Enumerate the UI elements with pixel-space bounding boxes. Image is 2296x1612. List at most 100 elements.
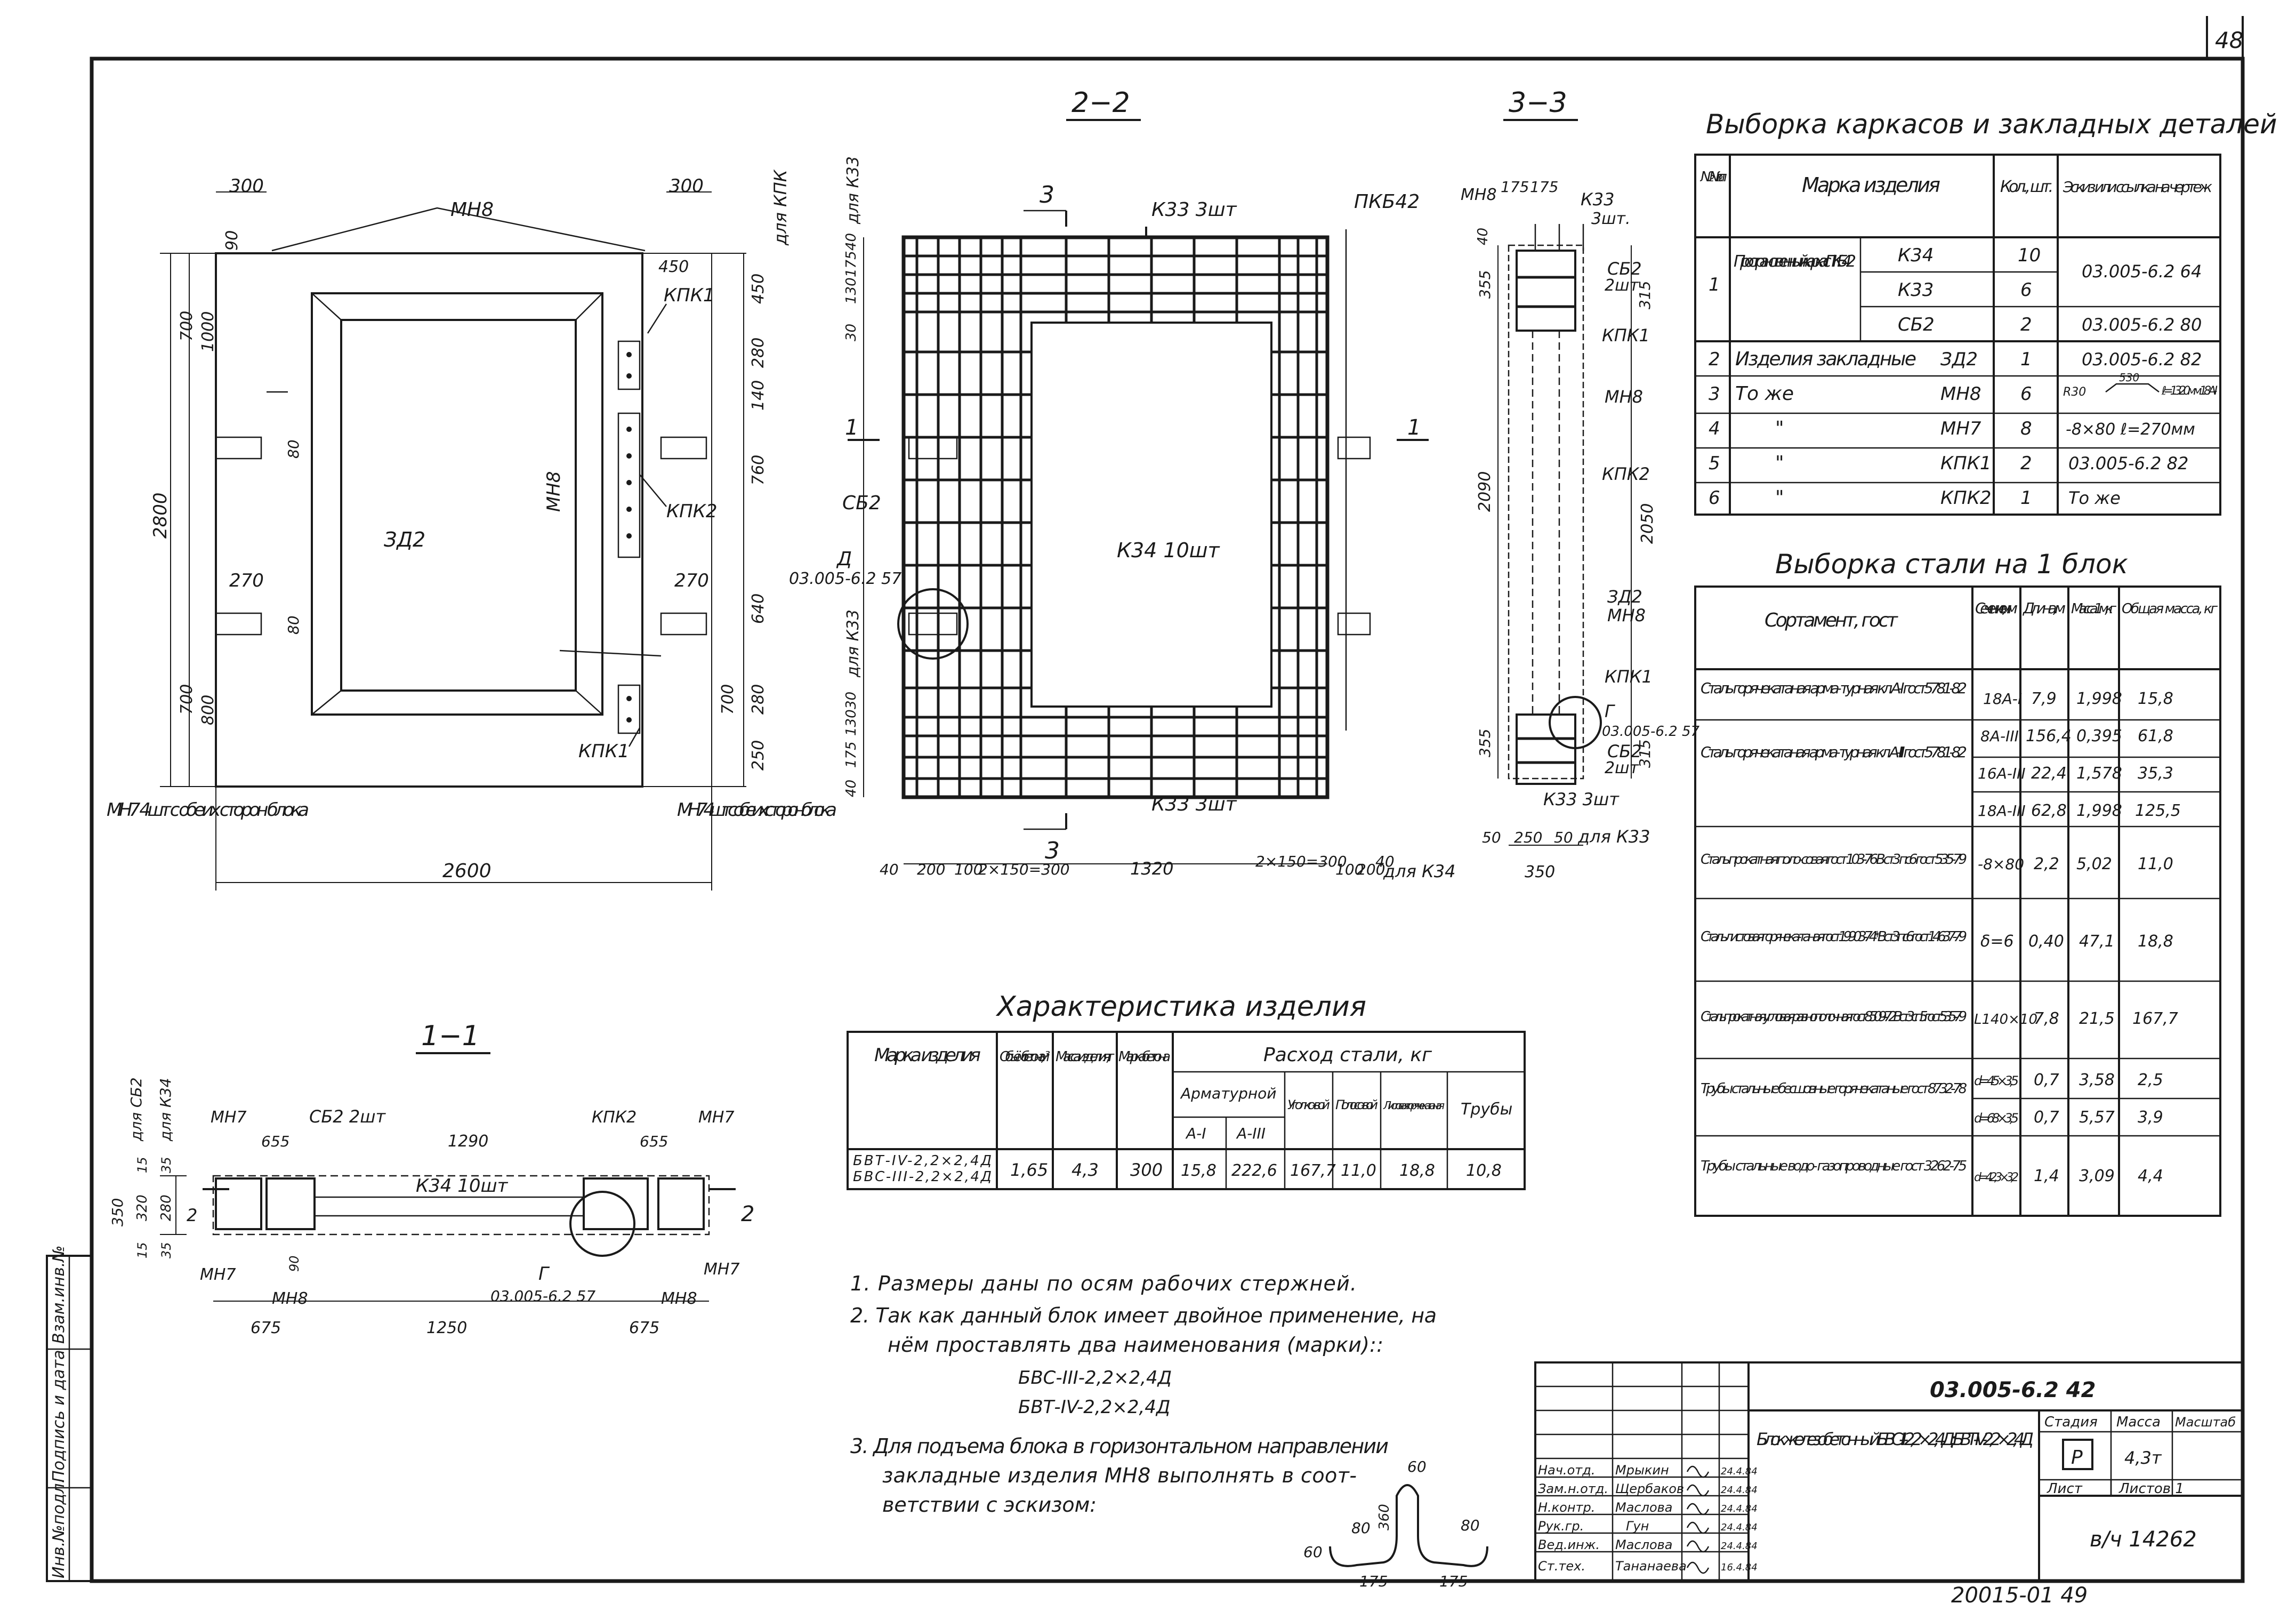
- v33-label-g-doc: 03.005-6.2 57: [1602, 724, 1700, 740]
- note-sketch-175b: 175: [1439, 1573, 1468, 1590]
- role-5-date: 16.4.84: [1721, 1562, 1758, 1573]
- steel-r4-section: 18А-III: [1978, 802, 2026, 820]
- main-dim-800: 800: [199, 695, 217, 725]
- v11-label-g: Г: [538, 1263, 550, 1285]
- v33-label-k33-3: 3шт.: [1591, 210, 1631, 228]
- v11-dim-655a: 655: [261, 1133, 289, 1150]
- char-table-title: Характеристика изделия: [995, 991, 1366, 1023]
- main-label-kpk1-bot: КПК1: [578, 741, 629, 762]
- steel-table: [1694, 586, 2221, 1217]
- steel-r4-total: 125,5: [2135, 801, 2181, 820]
- v11-dim-15a: 15: [135, 1157, 150, 1173]
- frames-r4-mark: ЗД2: [1940, 349, 1978, 370]
- char-mark-1: БВТ-IV-2,2×2,4Д: [853, 1153, 992, 1169]
- v33-dim-40: 40: [1475, 228, 1491, 245]
- role-0: Нач.отд.: [1538, 1463, 1595, 1478]
- v33-dim-355b: 355: [1476, 729, 1494, 757]
- v22-for-k33b: для К33: [844, 609, 863, 678]
- v11-for-sb2: для СБ2: [127, 1077, 145, 1142]
- v33-dim-50b: 50: [1554, 829, 1573, 846]
- steel-r2-total: 61,8: [2138, 727, 2173, 745]
- steel-r10-length: 1,4: [2034, 1167, 2059, 1185]
- v33-label-kpk1b: КПК1: [1605, 667, 1653, 687]
- view-3-3-drawing: [1497, 224, 1632, 846]
- main-dim-300b: 300: [669, 175, 704, 197]
- frames-r6-n: 4: [1709, 418, 1720, 439]
- role-2-date: 24.4.84: [1721, 1503, 1758, 1514]
- v22-dh-6: 100: [1335, 861, 1364, 878]
- v33-label-sb2a-2: 2шт: [1605, 276, 1640, 295]
- steel-h-assort: Сортамент, гост: [1765, 609, 1898, 631]
- frames-table: [1694, 154, 2221, 516]
- v22-section-3-bot: 3: [1045, 837, 1060, 864]
- steel-r4-length: 62,8: [2031, 801, 2067, 820]
- role-1: Зам.н.отд.: [1538, 1481, 1608, 1496]
- v22-dh-2: 100: [954, 861, 982, 878]
- char-h-mass: Масса изделия, т: [1056, 1049, 1115, 1065]
- role-3-date: 24.4.84: [1721, 1522, 1758, 1533]
- char-v-a1: 15,8: [1181, 1161, 1217, 1180]
- role-1-date: 24.4.84: [1721, 1485, 1758, 1496]
- v11-dim-90: 90: [287, 1255, 302, 1272]
- note-3c: ветствии с эскизом:: [882, 1493, 1097, 1517]
- v33-label-mn8b: МН8: [1605, 387, 1643, 407]
- v11-label-mn7b: МН7: [698, 1108, 735, 1127]
- char-h-rebar: Арматурной: [1180, 1085, 1277, 1102]
- steel-r3-total: 35,3: [2138, 764, 2173, 783]
- frames-group1-name: Пространствен- ный каркас ПКБ 42: [1734, 252, 1856, 271]
- steel-r7-section: L140×10: [1974, 1012, 2037, 1028]
- frames-r8-qty: 1: [2020, 487, 2032, 509]
- v33-label-zd2: ЗД2: [1607, 587, 1642, 607]
- v22-label-k33-bot: К33 3шт: [1151, 793, 1237, 815]
- steel-r1-mass: 1,998: [2076, 689, 2122, 708]
- title-inv: в/ч 14262: [2090, 1527, 2197, 1552]
- frames-r5-n: 3: [1709, 383, 1720, 405]
- role-4-date: 24.4.84: [1721, 1541, 1758, 1552]
- role-0-date: 24.4.84: [1721, 1466, 1758, 1477]
- steel-r5-name: Сталь прокатная поло- совая гост 103-76 …: [1701, 852, 1967, 868]
- steel-r8-section: d=45×3,5: [1974, 1073, 2019, 1088]
- steel-r7-length: 7,8: [2034, 1009, 2059, 1028]
- v22-opening: [1030, 322, 1272, 708]
- role-4-name: Маслова: [1615, 1537, 1672, 1552]
- frames-r3-qty: 2: [2020, 314, 2032, 335]
- main-dim-1000: 1000: [199, 311, 217, 352]
- char-h-sheet: Листо- вая го- рячека- таная: [1383, 1099, 1445, 1112]
- note-sketch-80a: 80: [1351, 1519, 1371, 1537]
- view-1-1-title: 1−1: [421, 1020, 480, 1052]
- steel-r8-mass: 3,58: [2079, 1071, 2115, 1089]
- v22-label-d-doc: 03.005-6.2 57: [789, 570, 901, 588]
- steel-r2-section: 8А-III: [1980, 727, 2019, 745]
- v11-dim-1290: 1290: [448, 1132, 488, 1151]
- char-h-a1: А-I: [1185, 1125, 1206, 1142]
- char-v-angle: 167,7: [1290, 1161, 1336, 1180]
- main-dim-760: 760: [749, 455, 768, 485]
- role-5-name: Тананаева: [1615, 1559, 1687, 1574]
- v11-label-mn8a: МН8: [272, 1289, 308, 1308]
- main-label-for-kpk: для КПК: [770, 169, 791, 246]
- v11-dim-320: 320: [134, 1194, 150, 1221]
- v33-label-sb2a: СБ2: [1607, 259, 1642, 279]
- main-label-mn7-left: МН7 4шт с обеих сторон блока: [107, 799, 309, 821]
- v33-dim-355a: 355: [1476, 270, 1494, 299]
- steel-r6-mass: 47,1: [2079, 932, 2115, 951]
- frames-r8-ref: То же: [2068, 488, 2121, 508]
- frames-r4-qty: 1: [2020, 349, 2032, 370]
- v33-label-k33b: К33 3шт: [1543, 789, 1620, 809]
- main-label-mn8-mid: МН8: [543, 471, 565, 512]
- steel-r2-name: Сталь горячекатаная арма- турная кл.А-II…: [1701, 743, 1967, 761]
- view-1-1-drawing: [160, 1175, 736, 1302]
- steel-r10-total: 4,4: [2138, 1167, 2163, 1185]
- v33-label-kpk1a: КПК1: [1602, 325, 1650, 346]
- note-2d: БВТ-IV-2,2×2,4Д: [1018, 1397, 1170, 1418]
- v22-dv-5: 130: [843, 709, 859, 736]
- steel-r8-length: 0,7: [2034, 1071, 2059, 1089]
- v11-label-sb2: СБ2 2шт: [309, 1106, 386, 1127]
- main-dim-270b: 270: [674, 570, 709, 591]
- v11-dim-35b: 35: [159, 1242, 174, 1258]
- v22-dh-4: 1320: [1130, 859, 1173, 879]
- role-2: Н.контр.: [1538, 1500, 1595, 1515]
- main-label-mn8-top: МН8: [450, 199, 494, 221]
- signature-2: [1686, 1503, 1710, 1515]
- frames-r2-qty: 6: [2020, 279, 2032, 301]
